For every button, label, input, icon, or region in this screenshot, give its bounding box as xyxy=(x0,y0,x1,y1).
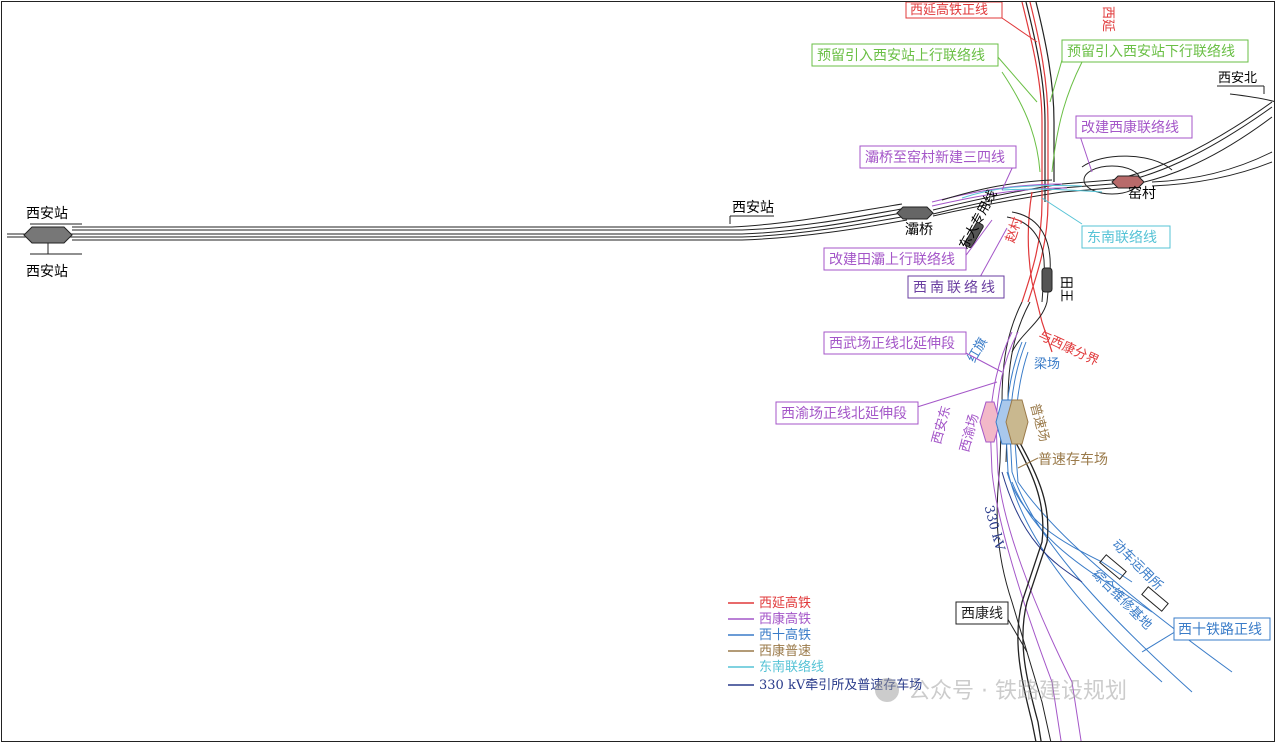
callout-dongnan[interactable]: 东南联络线 xyxy=(1081,225,1171,249)
callout-xinan[interactable]: 西南联络线 xyxy=(907,275,1005,299)
svg-text:西康线: 西康线 xyxy=(961,605,1003,622)
depot-boxes[interactable] xyxy=(1099,554,1169,612)
xiyan-line xyxy=(1021,2,1055,303)
callout-xiwu-beiyan[interactable]: 西武场正线北延伸段 xyxy=(823,331,967,355)
yaocun-station-symbol[interactable] xyxy=(1111,175,1145,189)
zhaocun-red xyxy=(1027,191,1053,353)
svg-text:预留引入西安站上行联络线: 预留引入西安站上行联络线 xyxy=(817,48,985,64)
south-trunk xyxy=(989,301,1233,741)
main-line-west xyxy=(7,203,908,241)
label-puchang: 普速场 xyxy=(1027,402,1052,444)
label-top-cut: 西延 xyxy=(1100,6,1115,32)
xiandong-yard[interactable] xyxy=(979,399,1029,445)
legend-item: 西延高铁 xyxy=(759,595,811,611)
callout-baqiao-yaocun[interactable]: 灞桥至窑村新建三四线 xyxy=(859,145,1017,169)
callout-xiyu-beiyan[interactable]: 西渝场正线北延伸段 xyxy=(775,401,919,425)
svg-text:预留引入西安站下行联络线: 预留引入西安站下行联络线 xyxy=(1067,44,1235,60)
xian-north-marker xyxy=(1217,85,1274,102)
legend-item: 西康普速 xyxy=(759,643,811,659)
legend-item: 东南联络线 xyxy=(759,659,824,675)
label-liangchang: 梁场 xyxy=(1034,357,1060,372)
callout-gaijian-xikang[interactable]: 改建西康联络线 xyxy=(1075,115,1193,139)
xikang-line xyxy=(1009,431,1049,741)
svg-text:改建田灞上行联络线: 改建田灞上行联络线 xyxy=(829,252,955,268)
station-label-yaocun: 窑村 xyxy=(1128,185,1156,202)
svg-text:改建西康联络线: 改建西康联络线 xyxy=(1081,119,1179,136)
svg-text:西延高铁正线: 西延高铁正线 xyxy=(910,2,988,18)
callout-xiyan[interactable]: 西延高铁正线 xyxy=(905,2,1003,19)
callout-xikang-xian[interactable]: 西康线 xyxy=(955,601,1009,625)
svg-text:东南联络线: 东南联络线 xyxy=(1087,230,1157,246)
svg-text:公众号 · 铁路建设规划: 公众号 · 铁路建设规划 xyxy=(908,679,1127,704)
callout-yuliu-xia[interactable]: 预留引入西安站下行联络线 xyxy=(1061,39,1249,63)
label-330kv: 330 kV xyxy=(981,504,1008,553)
xian-mid-marker xyxy=(729,215,774,224)
svg-text:西渝场正线北延伸段: 西渝场正线北延伸段 xyxy=(781,406,907,422)
main-line-east xyxy=(932,101,1273,217)
legend-item: 西康高铁 xyxy=(759,611,811,627)
junction-fan xyxy=(931,179,1103,207)
east-special-station[interactable] xyxy=(964,221,984,249)
svg-text:西武场正线北延伸段: 西武场正线北延伸段 xyxy=(829,336,955,352)
svg-text:西十铁路正线: 西十铁路正线 xyxy=(1178,622,1262,638)
legend: 西延高铁 西康高铁 西十高铁 西康普速 东南联络线 330 kV牵引所及普速存车… xyxy=(728,595,922,693)
label-pusu-cunche: 普速存车场 xyxy=(1038,451,1108,468)
station-label-baqiao: 灞桥 xyxy=(905,222,933,238)
station-label-xian-mid: 西安站 xyxy=(732,200,774,216)
baqiao-station-symbol[interactable] xyxy=(896,206,934,220)
label-xiyu-chang: 西渝场 xyxy=(957,412,983,454)
label-hongqi: 红旗 xyxy=(964,335,991,366)
station-label-tianwang: 田王 xyxy=(1058,276,1073,302)
station-label-xian-bottom: 西安站 xyxy=(26,264,68,280)
station-label-xian-top: 西安站 xyxy=(26,206,68,222)
xian-station-symbol[interactable] xyxy=(23,223,82,255)
callout-xishi-zhengxian[interactable]: 西十铁路正线 xyxy=(1173,617,1271,641)
tianwang-station-symbol[interactable] xyxy=(1041,267,1053,293)
station-label-xian-north: 西安北 xyxy=(1218,71,1257,86)
green-reserved-lines xyxy=(1001,61,1083,173)
watermark: 公众号 · 铁路建设规划 xyxy=(875,678,1127,704)
callout-gaijian-tianba[interactable]: 改建田灞上行联络线 xyxy=(823,247,967,271)
svg-text:灞桥至窑村新建三四线: 灞桥至窑村新建三四线 xyxy=(865,149,1005,166)
svg-text:西南联络线: 西南联络线 xyxy=(913,280,998,296)
callout-yuliu-shang[interactable]: 预留引入西安站上行联络线 xyxy=(811,43,999,67)
legend-item: 西十高铁 xyxy=(759,627,811,643)
label-xiandong: 西安东 xyxy=(930,404,955,446)
label-zhaocun: 赵村 xyxy=(1003,215,1025,244)
